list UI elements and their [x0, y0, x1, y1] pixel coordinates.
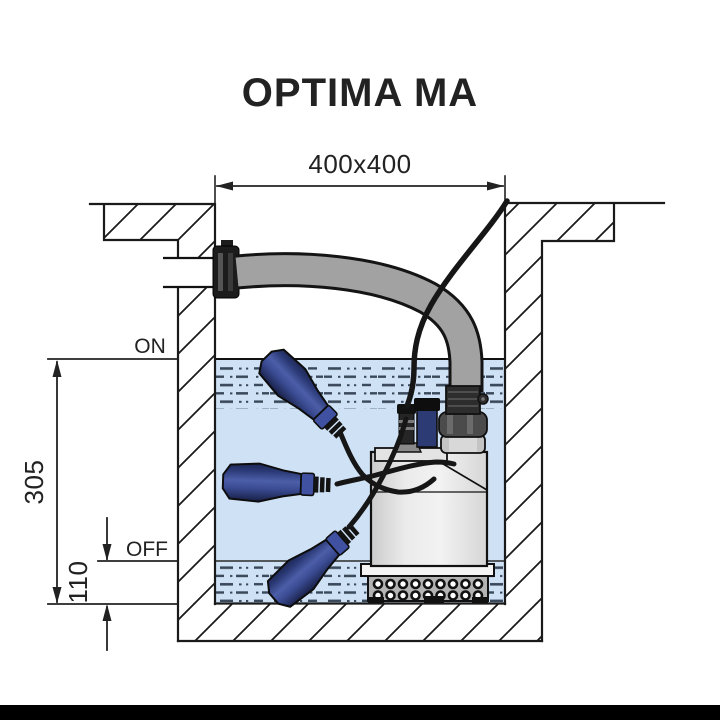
diagram-title: OPTIMA MA: [242, 71, 478, 115]
outlet-pipe: [163, 256, 216, 289]
off-depth-label: 110: [63, 561, 93, 604]
bottom-letterbox-bar: [0, 705, 720, 720]
on-level-label: ON: [134, 335, 166, 358]
pump-strainer: [367, 575, 489, 603]
float-switches: [221, 348, 360, 608]
dim-off-depth: 110: [63, 517, 112, 651]
power-cable: [404, 198, 510, 409]
off-level: OFF: [97, 538, 178, 562]
float-switch-upper: [258, 348, 347, 439]
float-switch-middle: [221, 462, 331, 503]
middle-float-cable: [334, 459, 457, 487]
off-level-label: OFF: [126, 538, 168, 561]
on-depth-label: 305: [19, 460, 49, 505]
float-switch-lower: [266, 522, 360, 608]
dimension-annotations: 400x400 ON OFF 305 110: [19, 149, 506, 651]
dim-on-depth: 305: [19, 360, 62, 604]
float-cable-holder: [414, 398, 440, 448]
cables: [334, 198, 510, 530]
pump-discharge-port: [438, 385, 489, 454]
pit-width-label: 400x400: [308, 149, 411, 179]
lower-float-cable: [346, 416, 409, 530]
discharge-hose: [235, 252, 484, 392]
submersible-pump: [360, 385, 495, 603]
pit-structure: [88, 201, 666, 643]
dim-pit-width: 400x400: [214, 149, 506, 204]
hose-wall-connector: [212, 240, 240, 299]
on-level: ON: [47, 335, 178, 360]
